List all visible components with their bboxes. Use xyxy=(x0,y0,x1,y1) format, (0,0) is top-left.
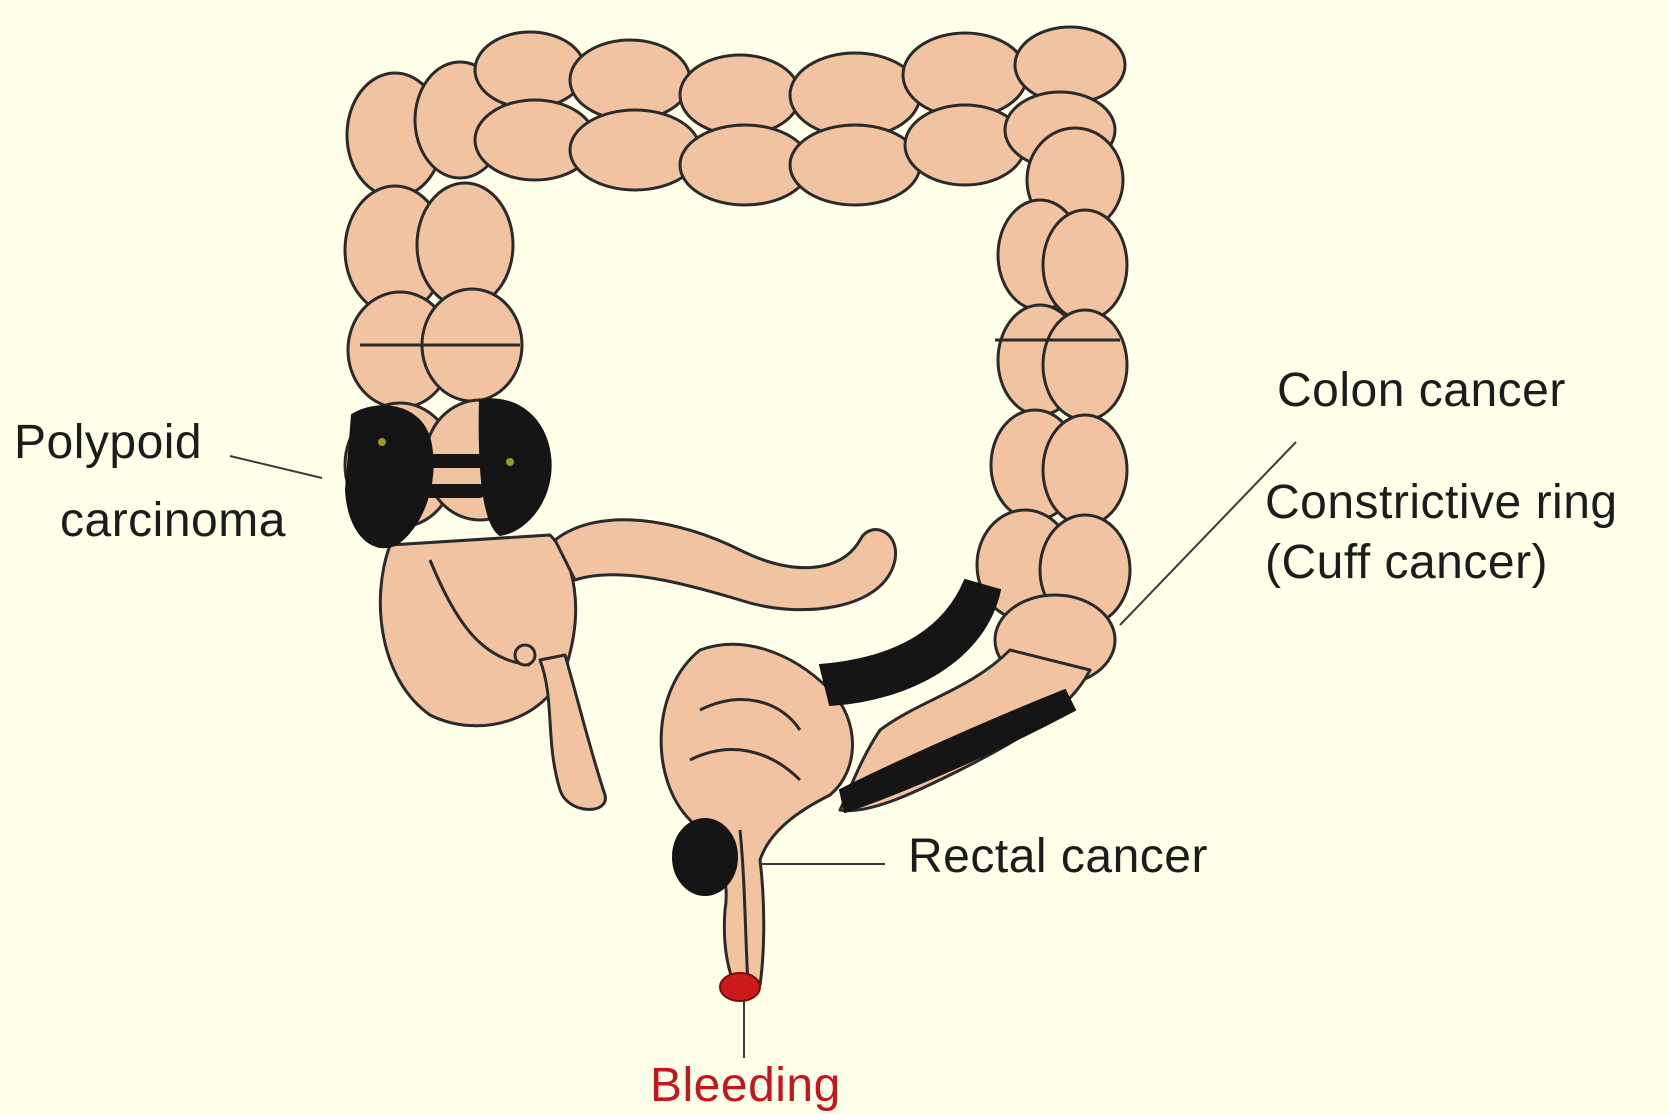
constrictive-ring-label-line1: Constrictive ring xyxy=(1265,474,1618,532)
bleeding-label: Bleeding xyxy=(650,1057,841,1115)
appendix xyxy=(540,655,605,809)
colon-cancer-label: Colon cancer xyxy=(1277,362,1566,420)
rectum xyxy=(661,644,852,985)
bleeding-spot xyxy=(720,973,760,1001)
rectal-cancer-label: Rectal cancer xyxy=(908,828,1208,886)
polypoid-label-line2: carcinoma xyxy=(60,492,286,550)
cecum xyxy=(380,535,575,726)
descending-colon xyxy=(977,128,1130,685)
constrictive-ring-label-line2: (Cuff cancer) xyxy=(1265,534,1548,592)
small-intestine xyxy=(555,520,896,610)
polypoid-label-line1: Polypoid xyxy=(14,414,202,472)
polypoid-leader xyxy=(230,456,322,478)
rectal-tumor xyxy=(673,819,737,895)
